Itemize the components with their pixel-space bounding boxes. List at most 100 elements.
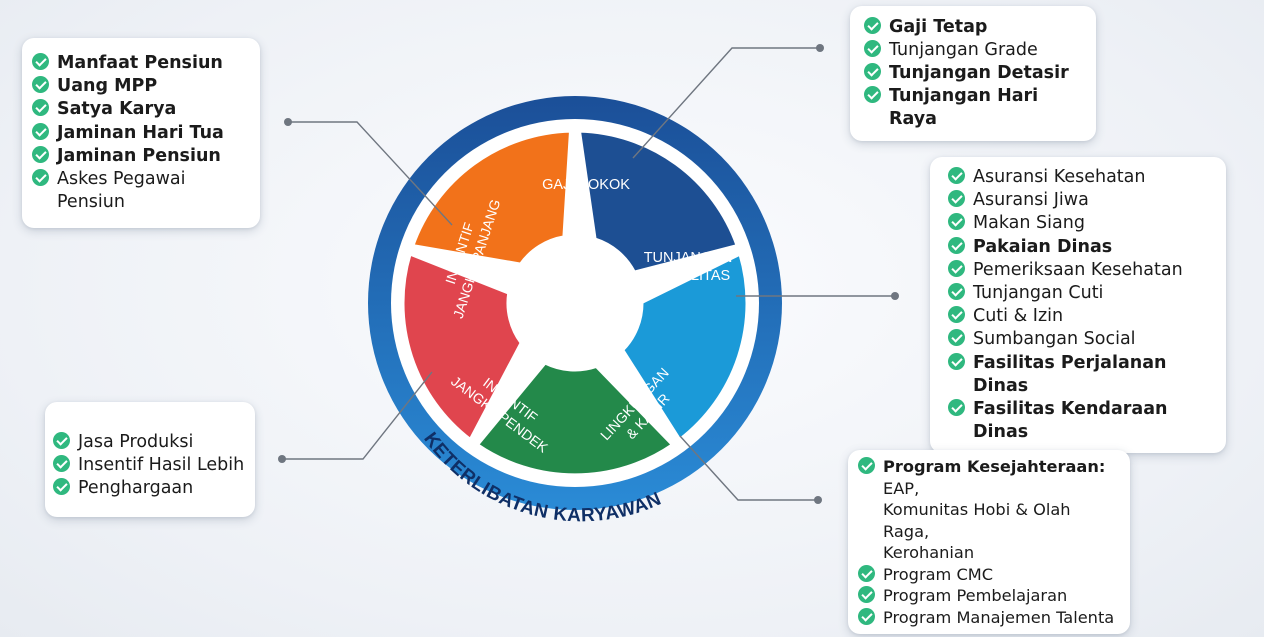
list-item: Tunjangan Detasir: [864, 62, 1082, 85]
list-item: Tunjangan Grade: [864, 39, 1082, 62]
connector-gaji: [632, 47, 820, 159]
list-item-text: Asuransi Kesehatan: [973, 167, 1146, 187]
list-item-text: Makan Siang: [973, 213, 1085, 234]
list-item-text: Program Pembelajaran: [883, 586, 1068, 605]
list-item: Asuransi Kesehatan: [948, 166, 1208, 189]
check-circle-icon: [948, 329, 965, 347]
list-item-text: Program Kesejahteraan: EAP, Komunitas Ho…: [883, 456, 1120, 564]
check-circle-icon: [53, 455, 70, 473]
list-item-text: Tunjangan Grade: [889, 40, 1038, 60]
list-item-text: Manfaat Pensiun: [57, 53, 223, 73]
list-item: Asuransi Jiwa: [948, 189, 1208, 212]
list-item-text: Insentif Hasil Lebih: [78, 455, 245, 476]
list-item: Cuti & Izin: [948, 305, 1208, 328]
check-circle-icon: [948, 352, 965, 370]
segment-panjang: [410, 129, 573, 266]
list-item-text: Fasilitas Kendaraan Dinas: [973, 399, 1168, 443]
center-hole: [512, 240, 638, 366]
list-item: Manfaat Pensiun: [32, 52, 250, 75]
list-item-text: Gaji Tetap: [889, 17, 988, 37]
list-item: Program Manajemen Talenta: [858, 607, 1120, 629]
list-item-text: Cuti & Izin: [973, 306, 1064, 327]
list-item-text: Penghargaan: [78, 478, 194, 499]
segment-lingkungan: [475, 361, 675, 477]
check-circle-icon: [32, 145, 49, 163]
check-circle-icon: [948, 259, 965, 277]
list-item: Pemeriksaan Kesehatan: [948, 259, 1208, 282]
list-item: Tunjangan Cuti: [948, 282, 1208, 305]
list-item: Insentif Hasil Lebih: [53, 454, 245, 477]
connector-lingkungan: [679, 435, 818, 501]
list-item-text: Program Manajemen Talenta: [883, 607, 1115, 627]
list-item-rest: EAP, Komunitas Hobi & Olah Raga, Kerohan…: [883, 478, 1071, 563]
check-circle-icon: [948, 283, 965, 301]
list-item: Program Kesejahteraan: EAP, Komunitas Ho…: [858, 456, 1120, 564]
segment-gaji: [577, 129, 740, 274]
list-item: Pakaian Dinas: [948, 236, 1208, 259]
check-circle-icon: [32, 122, 49, 140]
card-lingkungan-karir: Program Kesejahteraan: EAP, Komunitas Ho…: [848, 450, 1130, 634]
list-item: Gaji Tetap: [864, 16, 1082, 39]
list-item-text: Jaminan Pensiun: [57, 145, 221, 166]
check-circle-icon: [864, 40, 881, 57]
list-item-text: Pemeriksaan Kesehatan: [973, 259, 1183, 280]
connector-panjang: [288, 121, 453, 226]
segment-label-line: & FASILITAS: [646, 268, 730, 284]
list-item-text: Jasa Produksi: [78, 432, 194, 452]
check-circle-icon: [864, 17, 881, 34]
connector-dot-lingkungan: [814, 496, 822, 504]
list-item-text: Satya Karya: [57, 99, 177, 120]
list-item: Penghargaan: [53, 477, 245, 500]
list-item: Jaminan Hari Tua: [32, 122, 250, 145]
check-circle-icon: [858, 564, 875, 582]
list-item-text: Asuransi Jiwa: [973, 190, 1089, 211]
list-item-text: Uang MPP: [57, 76, 158, 97]
check-circle-icon: [948, 167, 965, 184]
segment-pendek: [401, 252, 523, 442]
list-item: Askes Pegawai Pensiun: [32, 168, 250, 214]
connector-dot-tunjangan: [891, 292, 899, 300]
segment-label-tunjangan: TUNJANGAN& FASILITAS: [644, 250, 733, 284]
check-circle-icon: [948, 399, 965, 417]
check-circle-icon: [948, 213, 965, 231]
check-circle-icon: [32, 99, 49, 117]
list-item: Uang MPP: [32, 75, 250, 98]
segment-label-gaji: GAJI POKOK: [542, 177, 630, 193]
list-item: Makan Siang: [948, 212, 1208, 235]
list-item: Jasa Produksi: [53, 431, 245, 454]
check-circle-icon: [858, 457, 875, 474]
segment-tunjangan: [620, 251, 749, 442]
check-circle-icon: [858, 607, 875, 625]
list-item-text: Askes Pegawai Pensiun: [57, 169, 186, 213]
list-item: Fasilitas Perjalanan Dinas: [948, 352, 1208, 398]
segment-label-line: GAJI POKOK: [542, 177, 630, 193]
list-item: Fasilitas Kendaraan Dinas: [948, 398, 1208, 444]
check-circle-icon: [858, 586, 875, 603]
list-item: Program Pembelajaran: [858, 585, 1120, 607]
check-circle-icon: [864, 63, 881, 80]
list-item-lead: Program Kesejahteraan:: [883, 457, 1106, 476]
list-item-text: Tunjangan Hari Raya: [889, 86, 1039, 129]
list-item: Program CMC: [858, 564, 1120, 586]
list-item-text: Sumbangan Social: [973, 329, 1136, 350]
list-item-text: Pakaian Dinas: [973, 236, 1113, 257]
check-circle-icon: [864, 86, 881, 103]
list-item: Jaminan Pensiun: [32, 145, 250, 168]
check-circle-icon: [32, 169, 49, 187]
list-item-text: Program CMC: [883, 564, 994, 584]
list-item: Satya Karya: [32, 98, 250, 121]
list-item-text: Tunjangan Detasir: [889, 63, 1069, 83]
check-circle-icon: [53, 478, 70, 496]
check-circle-icon: [948, 190, 965, 208]
list-item: Tunjangan Hari Raya: [864, 85, 1082, 131]
check-circle-icon: [53, 432, 70, 449]
list-item-text: Jaminan Hari Tua: [57, 122, 224, 143]
connector-dot-pendek: [278, 455, 286, 463]
list-item: Sumbangan Social: [948, 328, 1208, 351]
list-item-text: Tunjangan Cuti: [973, 283, 1104, 304]
